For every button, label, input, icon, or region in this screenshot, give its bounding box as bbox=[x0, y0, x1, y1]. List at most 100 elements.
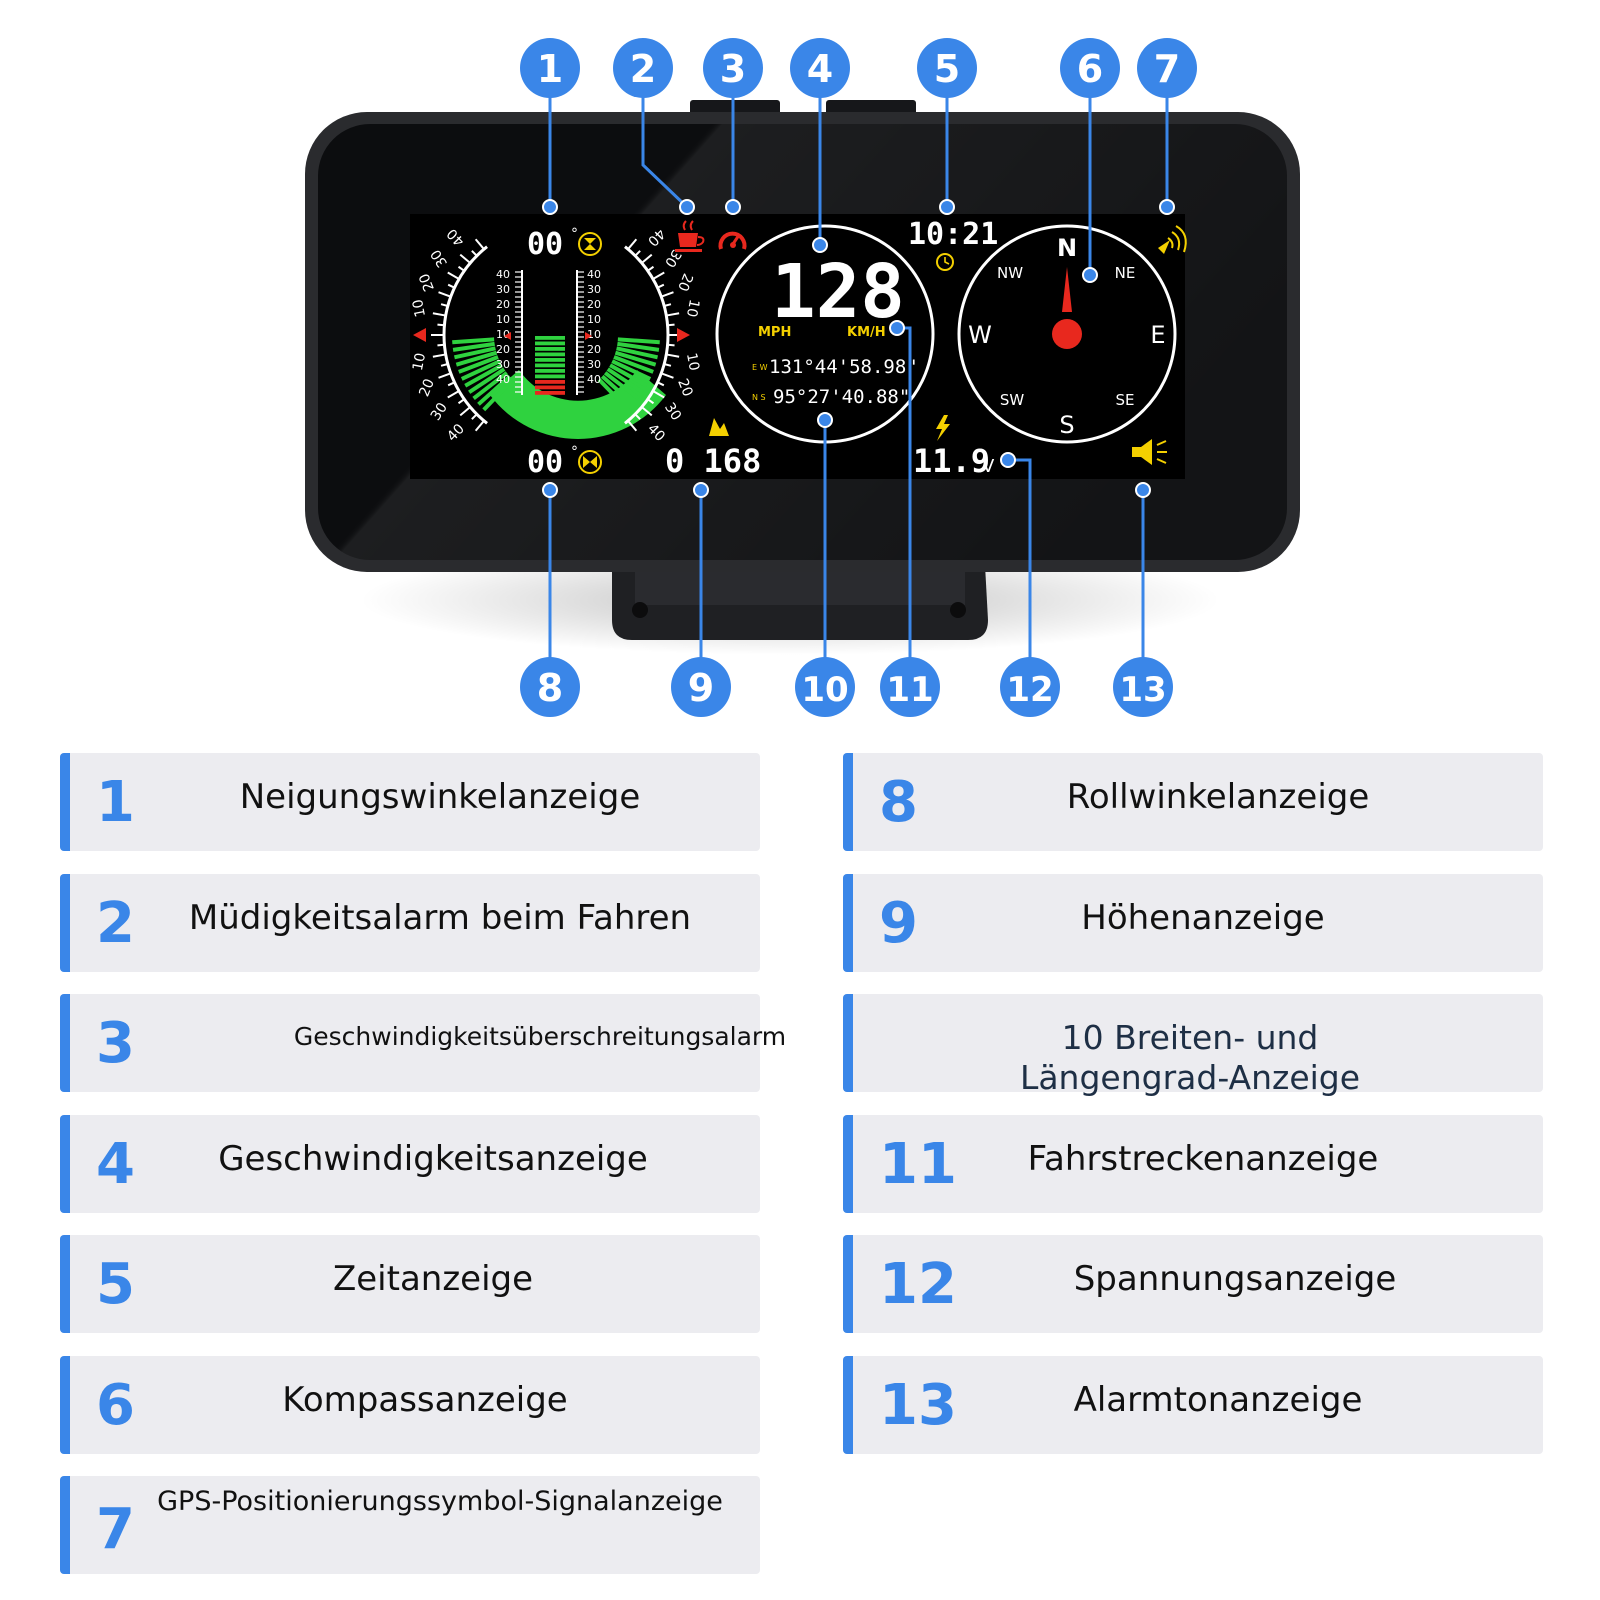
callout-badge-6: 6 bbox=[1060, 38, 1120, 98]
callout-badge-12: 12 bbox=[1000, 657, 1060, 717]
compass-w: W bbox=[968, 321, 992, 349]
incline-ray bbox=[455, 350, 498, 367]
incline-tick bbox=[667, 323, 675, 327]
bar-scale-right: 20 bbox=[587, 343, 601, 356]
altitude-icon bbox=[709, 418, 729, 436]
coffee-cup-icon bbox=[675, 220, 705, 252]
incline-tick bbox=[634, 413, 641, 420]
incline-ray bbox=[452, 337, 495, 345]
incline-ray bbox=[617, 341, 660, 352]
incline-tick bbox=[471, 250, 478, 257]
svg-text:7: 7 bbox=[1154, 47, 1180, 91]
compass-hub bbox=[1052, 319, 1082, 349]
callout-badge-10: 10 bbox=[795, 657, 855, 717]
incline-ray bbox=[460, 359, 501, 381]
incline-tick bbox=[657, 381, 665, 387]
callout-badge-9: 9 bbox=[671, 657, 731, 717]
incline-tick bbox=[663, 303, 672, 307]
longitude-direction: E W bbox=[752, 363, 768, 372]
incline-arc bbox=[624, 245, 670, 425]
svg-text:6: 6 bbox=[1077, 47, 1103, 91]
incline-ray bbox=[464, 363, 503, 388]
voltage-unit: V bbox=[982, 456, 995, 477]
incline-tick bbox=[437, 343, 445, 347]
svg-text:11: 11 bbox=[886, 670, 933, 710]
mount-stand bbox=[612, 565, 988, 640]
legend-label: Geschwindigkeitsüberschreitungsalarm bbox=[293, 1022, 787, 1051]
bar-segment bbox=[535, 363, 565, 368]
bar-scale-right: 40 bbox=[587, 268, 601, 281]
incline-tick bbox=[627, 238, 638, 250]
legend-number: 9 bbox=[879, 890, 918, 956]
incline-ray bbox=[477, 374, 512, 406]
incline-bars bbox=[452, 337, 660, 412]
incline-tick bbox=[657, 283, 665, 289]
incline-arc-label: 10 bbox=[410, 352, 429, 373]
incline-arc-label: 20 bbox=[416, 271, 438, 294]
incline-tick bbox=[627, 420, 638, 432]
svg-text:13: 13 bbox=[1119, 670, 1166, 710]
incline-tick bbox=[447, 381, 455, 387]
latitude-direction: N S bbox=[752, 393, 766, 402]
legend-label: Höhenanzeige bbox=[1081, 897, 1325, 938]
speed-unit-mph: MPH bbox=[758, 325, 791, 340]
callout-badge-4: 4 bbox=[790, 38, 850, 98]
incline-ray bbox=[452, 341, 495, 352]
incline-arc-label: 10 bbox=[410, 298, 429, 319]
incline-tick bbox=[437, 323, 445, 327]
incline-tick bbox=[641, 406, 653, 417]
svg-text:4: 4 bbox=[807, 47, 833, 91]
legend-label: Rollwinkelanzeige bbox=[1066, 777, 1370, 817]
bar-segment bbox=[535, 336, 565, 340]
bar-scale-right: 20 bbox=[587, 298, 601, 311]
compass-se: SE bbox=[1116, 391, 1135, 409]
speed-value: 128 bbox=[771, 249, 905, 335]
svg-text:5: 5 bbox=[934, 47, 960, 91]
callout-badge-7: 7 bbox=[1137, 38, 1197, 98]
roll-icon bbox=[578, 450, 602, 474]
legend-number: 8 bbox=[879, 770, 918, 835]
bar-segment bbox=[535, 341, 565, 346]
legend-label-line2: Längengrad-Anzeige bbox=[1019, 1058, 1361, 1097]
incline-arc-label: 20 bbox=[674, 377, 696, 400]
incline-tick bbox=[641, 253, 653, 264]
legend-label: GPS-Positionierungssymbol-Signalanzeige bbox=[157, 1486, 723, 1517]
bar-scale-right: 30 bbox=[587, 283, 601, 296]
incline-tick bbox=[447, 283, 455, 289]
altitude-value: 0 168 bbox=[665, 442, 761, 480]
incline-ray bbox=[482, 378, 515, 412]
legend-number: 3 bbox=[96, 1011, 135, 1076]
incline-tick bbox=[647, 265, 655, 272]
bar-scale-left: 20 bbox=[496, 298, 510, 311]
incline-arc bbox=[442, 245, 488, 425]
incline-tick bbox=[457, 265, 465, 272]
gps-signal-icon bbox=[1158, 225, 1187, 254]
incline-ray bbox=[606, 367, 644, 394]
compass-n: N bbox=[1057, 234, 1077, 262]
callout-badge-1: 1 bbox=[520, 38, 580, 98]
legend-item: 9 Höhenanzeige bbox=[843, 873, 1543, 972]
bar-segment bbox=[535, 369, 565, 373]
legend-label: Geschwindigkeitsanzeige bbox=[218, 1138, 648, 1179]
legend-label: Alarmtonanzeige bbox=[1073, 1379, 1363, 1420]
svg-text:2: 2 bbox=[630, 47, 656, 91]
bar-segment bbox=[535, 347, 565, 351]
bar-marker-right bbox=[585, 332, 592, 340]
svg-text:10: 10 bbox=[801, 670, 848, 710]
compass-gauge: N NE E SE S SW W NW bbox=[957, 224, 1177, 444]
incline-tick bbox=[660, 372, 674, 379]
clock-icon bbox=[936, 253, 954, 271]
bar-scale-left: 40 bbox=[496, 268, 510, 281]
svg-text:3: 3 bbox=[720, 47, 746, 91]
incline-ray bbox=[609, 363, 648, 388]
incline-tick bbox=[438, 372, 452, 379]
incline-tick bbox=[471, 413, 478, 420]
